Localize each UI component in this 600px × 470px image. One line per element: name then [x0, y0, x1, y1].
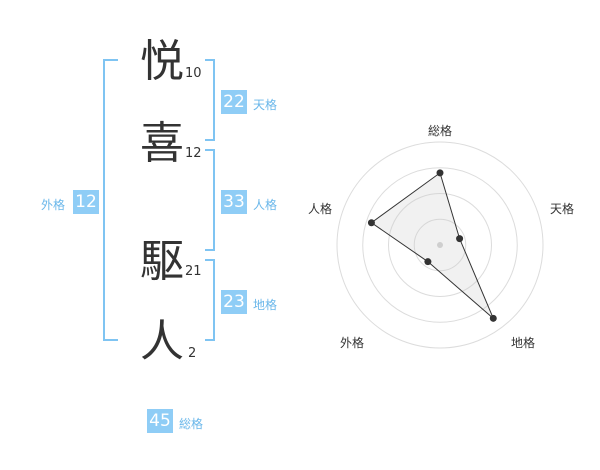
name-char-4: 人 [140, 316, 184, 367]
name-char-1: 悦 [140, 36, 184, 87]
jinkaku-value: 33 [221, 190, 247, 214]
radar-ring [413, 218, 467, 272]
chikaku-value: 23 [221, 290, 247, 314]
tenkaku-value: 22 [221, 90, 247, 114]
radar-ring [388, 193, 492, 297]
radar-ring [336, 141, 544, 349]
radar-point [424, 258, 432, 266]
stroke-count-1: 10 [185, 66, 202, 81]
jinkaku-label: 人格 [253, 198, 278, 212]
gaikaku-bracket [103, 59, 118, 341]
gaikaku-label: 外格 [41, 198, 66, 212]
name-char-3: 駆 [140, 236, 184, 287]
soukaku-label: 総格 [179, 417, 204, 431]
stroke-count-3: 21 [185, 264, 202, 279]
chikaku-label: 地格 [253, 298, 278, 312]
radar-axis-label-jinkaku: 人格 [308, 202, 333, 216]
soukaku-value: 45 [147, 409, 173, 433]
chikaku-bracket [205, 259, 215, 341]
radar-center [437, 242, 443, 248]
radar-point [367, 219, 375, 227]
stroke-count-2: 12 [185, 146, 202, 161]
radar-ring [362, 167, 518, 323]
gaikaku-value: 12 [73, 190, 99, 214]
stroke-count-4: 2 [188, 346, 197, 361]
radar-axis-label-chikaku: 地格 [511, 336, 536, 350]
jinkaku-bracket [205, 149, 215, 251]
radar-point [489, 314, 497, 322]
radar-axis-label-gaikaku: 外格 [340, 336, 365, 350]
name-char-2: 喜 [140, 118, 184, 169]
tenkaku-bracket [205, 59, 215, 141]
tenkaku-label: 天格 [253, 98, 278, 112]
radar-point [456, 235, 464, 243]
radar-axis-label-tenkaku: 天格 [550, 202, 575, 216]
radar-point [436, 169, 444, 177]
radar-axis-label-soukaku: 総格 [428, 124, 453, 138]
radar-polygon [370, 172, 494, 319]
